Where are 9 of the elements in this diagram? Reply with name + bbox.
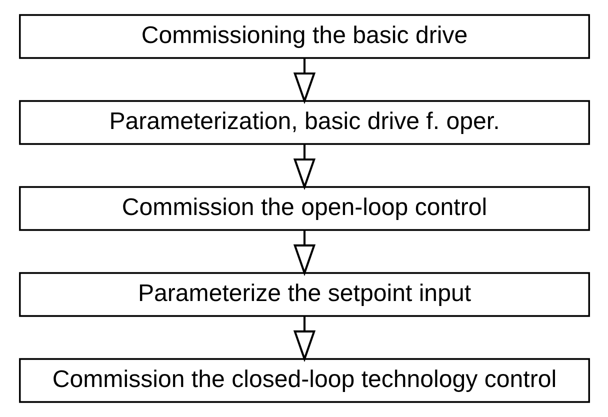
node-box: Parameterize the setpoint input	[18, 272, 590, 317]
node-box: Commissioning the basic drive	[18, 14, 590, 59]
arrow	[292, 316, 316, 362]
arrow	[292, 230, 316, 276]
node-box: Parameterization, basic drive f. oper.	[18, 100, 590, 145]
arrow	[292, 144, 316, 190]
arrow	[292, 58, 316, 104]
node-box: Commission the open-loop control	[18, 186, 590, 231]
node-box: Commission the closed-loop technology control	[18, 358, 590, 403]
